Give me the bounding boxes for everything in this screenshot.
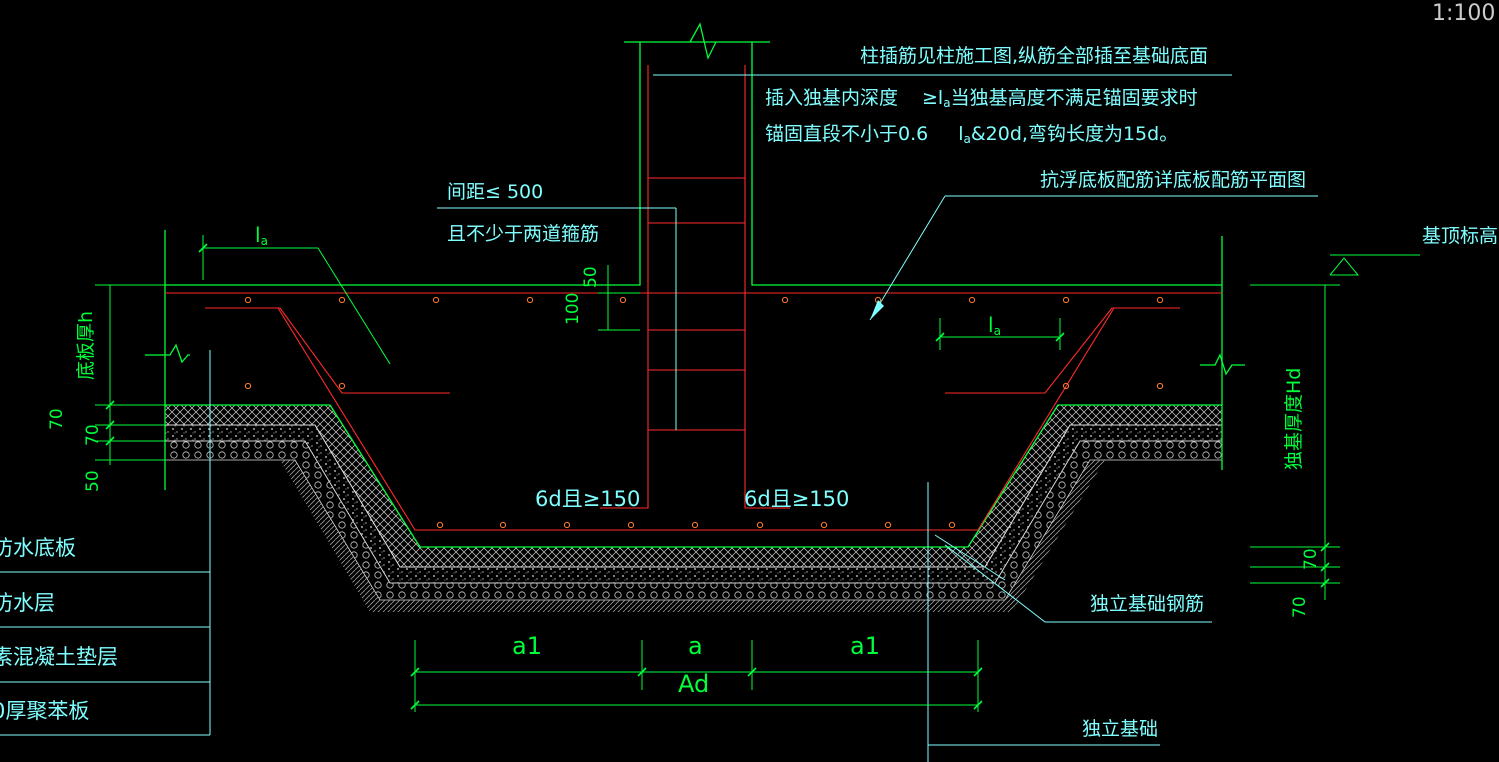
rebar-dot xyxy=(1062,296,1070,304)
rebar-dot xyxy=(499,521,507,529)
dim-a-mid: a xyxy=(688,632,703,660)
note-foundation: 独立基础 xyxy=(1082,718,1158,740)
rebar-dot xyxy=(1156,296,1164,304)
rebar-dot xyxy=(526,296,534,304)
rebar xyxy=(165,65,1222,531)
rebar-dot xyxy=(968,296,976,304)
la-right-sub: a xyxy=(994,324,1001,338)
break-lines xyxy=(145,22,1245,376)
note-insert-depth-1: 插入独基内深度 xyxy=(765,87,898,109)
dim-70-right-b: 70 xyxy=(1290,596,1310,618)
rebar-dot xyxy=(948,521,956,529)
dim-ad: Ad xyxy=(678,670,709,698)
rebar-section-dots xyxy=(244,296,1164,529)
la-right-main: l xyxy=(988,313,994,337)
foundation-thickness-label: 独基厚度Hd xyxy=(1283,368,1305,470)
note-spacing: 间距≤ 500 xyxy=(447,181,543,203)
note-slab-rebar: 抗浮底板配筋详底板配筋平面图 xyxy=(1040,169,1306,191)
rebar-dot xyxy=(563,521,571,529)
dim-a1-left: a1 xyxy=(512,632,542,660)
rebar-dot xyxy=(338,382,346,390)
note-anchorage-3: a xyxy=(964,132,971,146)
legend-item-slab: 防水底板 xyxy=(0,536,76,560)
rebar-dot xyxy=(619,296,627,304)
legend-item-cushion: 素混凝土垫层 xyxy=(0,645,118,669)
rebar-dot xyxy=(691,521,699,529)
note-anchorage: 锚固直段不小于0.6 la&20d,弯钩长度为15d。 xyxy=(765,123,1178,146)
hook-left-label: 6d且≥150 xyxy=(535,487,640,511)
annotation-text: 1:100 柱插筋见柱施工图,纵筋全部插至基础底面 插入独基内深度≥la当独基高… xyxy=(0,1,1498,740)
la-right-label: la xyxy=(988,313,1001,338)
legend-item-waterproof: 防水层 xyxy=(0,591,55,615)
la-label: la xyxy=(255,223,268,248)
rebar-dot xyxy=(781,296,789,304)
scale-label: 1:100 xyxy=(1432,1,1495,26)
dim-50-b: 50 xyxy=(83,470,103,492)
note-insert-depth-3: a xyxy=(943,96,950,110)
note-insert-depth-4: 当独基高度不满足锚固要求时 xyxy=(951,87,1198,109)
rebar-dot xyxy=(1156,382,1164,390)
rebar-dot xyxy=(432,296,440,304)
note-top-elevation: 基顶标高 xyxy=(1422,225,1498,247)
dim-100: 100 xyxy=(563,293,583,325)
soil-hatch xyxy=(280,460,1105,612)
hook-right-label: 6d且≥150 xyxy=(744,487,849,511)
rebar-dot xyxy=(820,521,828,529)
note-stirrups: 且不少于两道箍筋 xyxy=(447,223,599,245)
arrow-head xyxy=(870,300,884,320)
slab-thickness-label: 底板厚h xyxy=(75,311,97,380)
rebar-dot xyxy=(244,382,252,390)
dimension-lines xyxy=(95,235,1420,712)
rebar-dot xyxy=(1062,382,1070,390)
note-anchorage-1: 锚固直段不小于0.6 xyxy=(765,123,928,145)
rebar-dot xyxy=(338,296,346,304)
rebar-dot xyxy=(244,296,252,304)
rebar-dot xyxy=(627,521,635,529)
dimension-ticks xyxy=(105,243,1330,710)
leader-lines xyxy=(0,74,1318,762)
note-foundation-rebar: 独立基础钢筋 xyxy=(1090,593,1204,615)
note-insert-depth-2: ≥l xyxy=(922,87,943,109)
dim-70-right-a: 70 xyxy=(1301,548,1321,570)
la-main: l xyxy=(255,223,261,247)
note-anchorage-4: &20d,弯钩长度为15d。 xyxy=(971,123,1178,145)
dim-50: 50 xyxy=(581,266,601,288)
dim-70-a: 70 xyxy=(47,408,67,430)
note-insert-depth: 插入独基内深度 ≥la当独基高度不满足锚固要求时 xyxy=(765,87,1198,110)
dim-a1-right: a1 xyxy=(850,632,880,660)
rebar-dot xyxy=(436,521,444,529)
note-column-dowel: 柱插筋见柱施工图,纵筋全部插至基础底面 xyxy=(860,45,1208,67)
dim-70-b: 70 xyxy=(83,424,103,446)
note-anchorage-2: l xyxy=(958,123,963,145)
rebar-dot xyxy=(884,521,892,529)
rebar-dot xyxy=(756,521,764,529)
la-sub: a xyxy=(261,234,268,248)
legend-item-polystyrene: 0厚聚苯板 xyxy=(0,699,89,723)
